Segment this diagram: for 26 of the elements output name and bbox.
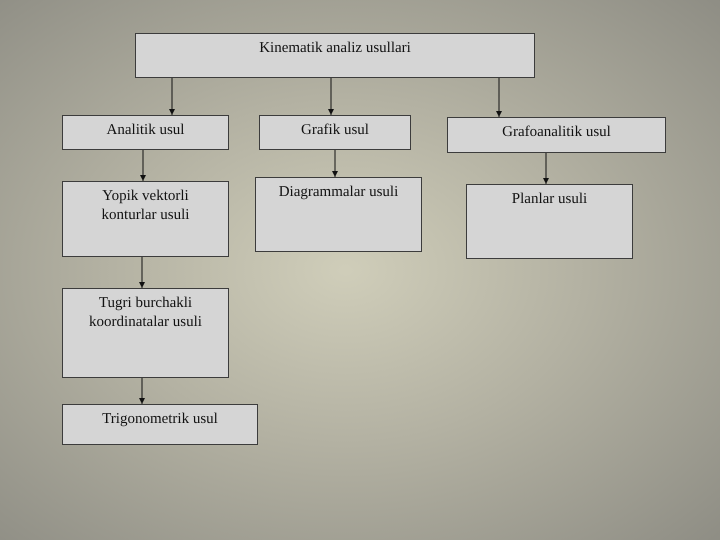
- arrow: [328, 78, 334, 116]
- box-label: Yopik vektorli konturlar usuli: [100, 187, 190, 225]
- box-label: Kinematik analiz usullari: [259, 39, 411, 58]
- process-box: [62, 404, 258, 445]
- box-label: Tugri burchakli koordinatalar usuli: [88, 294, 203, 332]
- arrow: [139, 378, 145, 404]
- arrow: [496, 78, 502, 118]
- process-box: [259, 115, 411, 150]
- arrow: [140, 150, 146, 182]
- process-box: [62, 181, 229, 257]
- box-label: Grafik usul: [301, 121, 369, 140]
- box-label: Analitik usul: [106, 121, 184, 140]
- box-label: Planlar usuli: [512, 190, 588, 209]
- box-label: Grafoanalitik usul: [502, 123, 611, 142]
- process-box: [135, 33, 535, 78]
- arrow: [332, 150, 338, 178]
- box-label: Diagrammalar usuli: [278, 183, 398, 202]
- arrow: [543, 152, 549, 184]
- process-box: [62, 115, 229, 150]
- process-box: [447, 117, 666, 153]
- arrow: [139, 256, 145, 288]
- arrow: [169, 78, 175, 116]
- process-box: [255, 177, 422, 252]
- process-box: [62, 288, 229, 378]
- process-box: [466, 184, 633, 259]
- box-label: Trigonometrik usul: [102, 410, 218, 429]
